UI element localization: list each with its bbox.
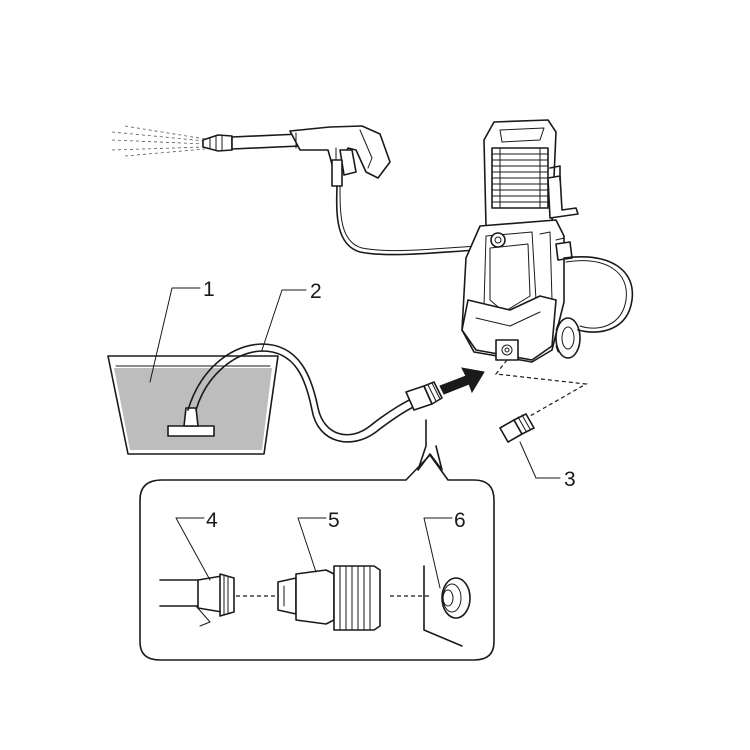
adapter-guide-line (494, 359, 588, 417)
pressure-washer-unit (461, 119, 581, 363)
nozzle (202, 134, 233, 152)
leader-4 (175, 517, 211, 581)
suction-filter (167, 407, 215, 437)
callout-labels: 1 2 3 4 5 6 (203, 278, 576, 532)
coupling-part (277, 565, 381, 631)
direction-arrow (439, 367, 485, 395)
callout-5: 5 (328, 509, 340, 532)
hose-reel (491, 147, 549, 209)
hose-connector (405, 381, 443, 411)
callout-1: 1 (203, 278, 215, 301)
hose-end-part (159, 573, 235, 627)
inlet-adapter (499, 413, 535, 443)
spray-gun (111, 125, 391, 187)
wheel (555, 317, 581, 359)
machine-inlet-part (423, 565, 471, 647)
power-cord (563, 256, 634, 333)
callout-6: 6 (454, 509, 466, 532)
spray-mist (111, 125, 206, 157)
water-container (107, 355, 279, 455)
callout-3: 3 (564, 468, 576, 491)
reel-crank (547, 175, 579, 219)
leader-6 (423, 517, 453, 589)
water-inlet-port (495, 339, 519, 361)
detail-box (139, 454, 495, 661)
suction-hose (187, 343, 419, 436)
callout-4: 4 (206, 509, 218, 532)
leader-2 (261, 289, 307, 351)
callout-2: 2 (310, 280, 322, 303)
leader-1 (149, 287, 201, 383)
leader-3 (519, 441, 561, 479)
leader-lines (149, 287, 561, 589)
lance (231, 133, 301, 150)
leader-5 (297, 517, 327, 573)
power-switch (490, 232, 506, 248)
high-pressure-hose (335, 185, 479, 256)
